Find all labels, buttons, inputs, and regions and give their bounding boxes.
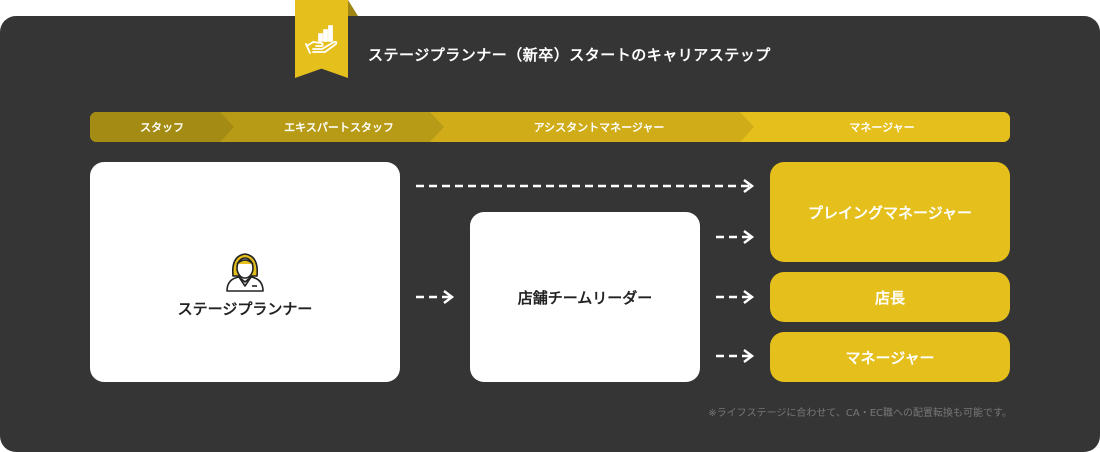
intermediate-position-card: 店舗チームリーダー — [470, 212, 700, 382]
career-stage-bar: マネージャー アシスタントマネージャー エキスパートスタッフ スタッフ — [90, 112, 1010, 142]
intermediate-position-label: 店舗チームリーダー — [517, 288, 653, 307]
page-title: ステージプランナー（新卒）スタートのキャリアステップ — [368, 46, 771, 64]
destination-playing-manager: プレイングマネージャー — [770, 162, 1010, 262]
destination-label: 店長 — [874, 288, 905, 307]
destination-store-manager: 店長 — [770, 272, 1010, 322]
destination-manager: マネージャー — [770, 332, 1010, 382]
start-position-card: ステージプランナー — [90, 162, 400, 382]
start-position-label: ステージプランナー — [177, 299, 313, 318]
ribbon-fold — [348, 0, 358, 16]
footnote: ※ライフステージに合わせて、CA・EC職への配置転換も可能です。 — [708, 408, 1012, 419]
destination-label: マネージャー — [845, 348, 935, 367]
stage-staff: スタッフ — [90, 112, 234, 142]
person-icon — [226, 252, 264, 292]
destination-label: プレイングマネージャー — [808, 203, 972, 222]
hand-holding-chart-icon — [305, 25, 338, 54]
